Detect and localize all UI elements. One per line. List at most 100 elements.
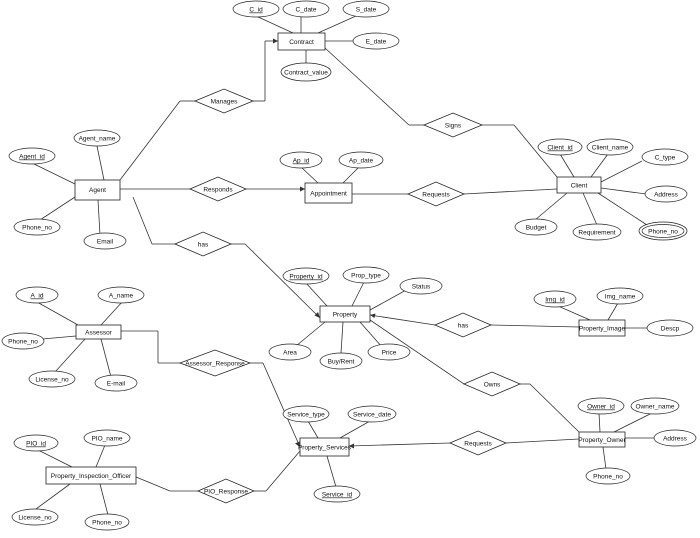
entity-appointment[interactable]: Appointment: [304, 182, 353, 204]
attribute-contract-value-label: Contract_value: [284, 70, 328, 77]
attribute-img-name[interactable]: Img_name: [596, 287, 644, 305]
attribute-assessor-phone[interactable]: Phone_no: [1, 332, 45, 350]
attribute-c-id[interactable]: C_id: [232, 0, 280, 18]
entity-property-owner[interactable]: Property_Owner: [578, 431, 626, 448]
attribute-s-date[interactable]: S_date: [342, 0, 390, 18]
attribute-ap-id[interactable]: Ap_id: [279, 151, 323, 169]
attribute-price-label: Price: [382, 350, 397, 357]
attribute-pio-id[interactable]: PIO_id: [13, 434, 59, 452]
attribute-owner-address[interactable]: Address: [653, 429, 697, 447]
attribute-service-date[interactable]: Service_date: [347, 405, 397, 423]
relationship-has-property-image[interactable]: has: [433, 312, 493, 338]
attribute-pio-license[interactable]: License_no: [11, 508, 59, 526]
attribute-property-id[interactable]: Property_id: [282, 267, 330, 285]
attribute-c-date[interactable]: C_date: [282, 0, 330, 18]
attribute-e-date[interactable]: E_date: [352, 32, 400, 50]
attribute-agent-phone-label: Phone_no: [22, 225, 52, 232]
entity-agent[interactable]: Agent: [74, 179, 121, 201]
attribute-client-name[interactable]: Client_name: [586, 138, 634, 156]
entity-property-inspection-officer[interactable]: Property_Inspection_Officer: [45, 466, 137, 485]
attribute-client-address[interactable]: Address: [644, 185, 688, 203]
attribute-a-name[interactable]: A_name: [97, 286, 145, 304]
entity-appointment-label: Appointment: [310, 191, 347, 198]
entity-property-image-label: Property_Image: [579, 326, 626, 333]
attribute-owner-address-label: Address: [663, 436, 688, 443]
entity-client-label: Client: [571, 183, 588, 190]
relationship-pio-response-label: PIO_Response: [204, 489, 248, 496]
attribute-ap-date-label: Ap_date: [349, 158, 374, 165]
attribute-c-type-label: C_type: [655, 155, 676, 162]
attribute-assessor-license-label: License_no: [35, 377, 69, 384]
attribute-buy-rent[interactable]: Buy/Rent: [319, 352, 363, 370]
relationship-pio-response[interactable]: PIO_Response: [196, 478, 256, 504]
attribute-client-phone-label: Phone_no: [648, 229, 678, 236]
entity-property-inspection-officer-label: Property_Inspection_Officer: [51, 473, 132, 480]
attribute-service-id-label: Service_id: [322, 492, 353, 499]
relationship-requests-owner[interactable]: Requests: [448, 430, 508, 456]
attribute-owner-name[interactable]: Owner_name: [630, 397, 680, 415]
entity-property-image[interactable]: Property_Image: [578, 319, 626, 337]
attribute-descp[interactable]: Descp: [646, 319, 694, 337]
attribute-service-type[interactable]: Service_type: [282, 405, 330, 423]
arrow-into-property: [314, 312, 320, 318]
attribute-agent-name-label: Agent_name: [79, 136, 116, 143]
relationship-has-agent-property[interactable]: has: [173, 231, 233, 257]
relationship-requests-client[interactable]: Requests: [406, 181, 466, 207]
relationship-owns[interactable]: Owns: [462, 371, 522, 397]
relationship-responds[interactable]: Responds: [188, 176, 248, 202]
entity-property-services[interactable]: Property_Services: [298, 437, 352, 457]
attribute-client-address-label: Address: [654, 192, 679, 199]
arrow-into-property-from-owns: [370, 313, 376, 318]
attribute-requirement[interactable]: Requirement: [572, 223, 622, 241]
attribute-assessor-email[interactable]: E-mail: [94, 374, 138, 392]
entity-property[interactable]: Property: [319, 305, 371, 323]
attribute-prop-type[interactable]: Prop_type: [342, 266, 390, 284]
attribute-agent-email[interactable]: Email: [83, 232, 127, 250]
attribute-client-phone-multivalued[interactable]: Phone_no: [638, 221, 688, 241]
relationship-signs[interactable]: Signs: [422, 112, 484, 138]
attribute-pio-phone[interactable]: Phone_no: [84, 513, 130, 531]
attribute-s-date-label: S_date: [356, 7, 377, 14]
attribute-agent-id[interactable]: Agent_id: [8, 147, 56, 165]
attribute-ap-date[interactable]: Ap_date: [338, 151, 384, 169]
attribute-e-date-label: E_date: [366, 39, 387, 46]
attribute-c-type[interactable]: C_type: [641, 148, 689, 166]
attribute-pio-name[interactable]: PIO_name: [83, 429, 131, 447]
attribute-agent-phone[interactable]: Phone_no: [13, 218, 61, 236]
relationship-has-property-image-label: has: [458, 323, 469, 330]
entity-contract[interactable]: Contract: [277, 32, 326, 51]
entity-contract-label: Contract: [289, 39, 314, 46]
arrow-into-property-services-from-requests: [349, 443, 354, 449]
attribute-price[interactable]: Price: [367, 343, 411, 361]
attribute-owner-phone[interactable]: Phone_no: [585, 467, 631, 485]
attribute-area-label: Area: [283, 350, 297, 357]
entity-assessor[interactable]: Assessor: [75, 324, 122, 340]
attribute-status[interactable]: Status: [399, 277, 443, 295]
attribute-a-id[interactable]: A_id: [15, 286, 59, 304]
entity-client[interactable]: Client: [556, 176, 602, 194]
attribute-client-id[interactable]: Client_id: [537, 138, 583, 156]
attribute-contract-value[interactable]: Contract_value: [280, 62, 332, 82]
attribute-property-id-label: Property_id: [289, 274, 323, 281]
relationship-assessor-response[interactable]: Assessor_Response: [178, 349, 252, 377]
relationship-requests-owner-label: Requests: [464, 441, 492, 448]
attribute-requirement-label: Requirement: [578, 230, 615, 237]
attribute-service-id[interactable]: Service_id: [313, 485, 361, 503]
attribute-descp-label: Descp: [661, 326, 680, 333]
arrowheads: [273, 38, 376, 449]
attribute-img-id[interactable]: Img_id: [533, 290, 577, 308]
attribute-area[interactable]: Area: [268, 343, 312, 361]
attribute-budget[interactable]: Budget: [514, 218, 558, 236]
entity-assessor-label: Assessor: [85, 330, 113, 337]
attribute-assessor-email-label: E-mail: [107, 381, 126, 388]
entity-property-owner-label: Property_Owner: [578, 437, 626, 444]
attribute-c-id-label: C_id: [249, 7, 263, 14]
attribute-assessor-license[interactable]: License_no: [28, 370, 76, 388]
attribute-owner-id[interactable]: Owner_id: [577, 397, 625, 415]
attribute-agent-name[interactable]: Agent_name: [73, 129, 121, 147]
attribute-pio-license-label: License_no: [18, 515, 52, 522]
relationship-responds-label: Responds: [203, 187, 233, 194]
relationship-manages[interactable]: Manages: [193, 88, 255, 114]
